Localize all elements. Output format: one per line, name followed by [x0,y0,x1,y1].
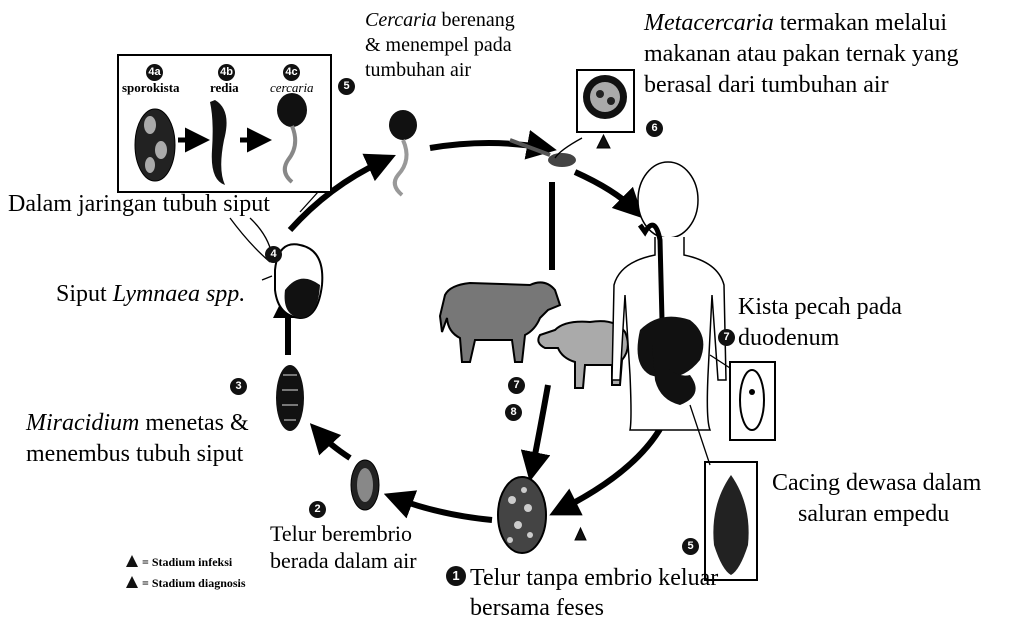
step-number-8: 8 [505,404,522,421]
embryonated-egg-label: Telur berembrio berada dalam air [270,520,417,574]
step-number-7-animal: 7 [508,377,525,394]
cyst-duodenum-label: Kista pecah pada duodenum [738,292,902,354]
step-number-2: 2 [309,501,326,518]
cercaria-small-label: cercaria [270,80,314,96]
step-number-4c: 4c [283,64,300,81]
miracidium-label: Miracidium menetas & menembus tubuh sipu… [26,408,249,470]
sporokista-label: sporokista [122,80,180,96]
cow-shape [440,282,560,362]
adult-fluke-label: Cacing dewasa dalam saluran empedu [772,468,981,530]
arrow-egg-to-embryo [395,498,492,520]
step-number-5-adult: 5 [682,538,699,555]
step-number-5: 5 [338,78,355,95]
step-number-4: 4 [265,246,282,263]
step-number-7-human: 7 [718,329,735,346]
step-number-6: 6 [646,120,663,137]
step-number-4a: 4a [146,64,163,81]
snail-tissue-label: Dalam jaringan tubuh siput [8,190,270,219]
arrow-embryo-to-miracidium [318,432,350,458]
redia-label: redia [210,80,239,96]
arrow-animals-to-egg [532,385,548,470]
step-number-1: 1 [446,566,466,586]
step-number-4b: 4b [218,64,235,81]
step-number-3: 3 [230,378,247,395]
infection-marker [597,135,610,148]
legend-infection: = Stadium infeksi [142,555,232,570]
diagnosis-marker [575,528,586,540]
arrow-spoon-to-human [575,172,635,210]
legend-diagnosis: = Stadium diagnosis [142,576,246,591]
metacercaria-label: Metacercaria termakan melalui makanan at… [644,8,959,101]
snail-species-label: Siput Lymnaea spp. [56,280,245,309]
unembryonated-egg-label: Telur tanpa embrio keluar bersama feses [470,563,718,623]
arrow-human-to-egg [560,420,665,510]
cercaria-label: Cercaria berenang & menempel pada tumbuh… [365,8,515,83]
